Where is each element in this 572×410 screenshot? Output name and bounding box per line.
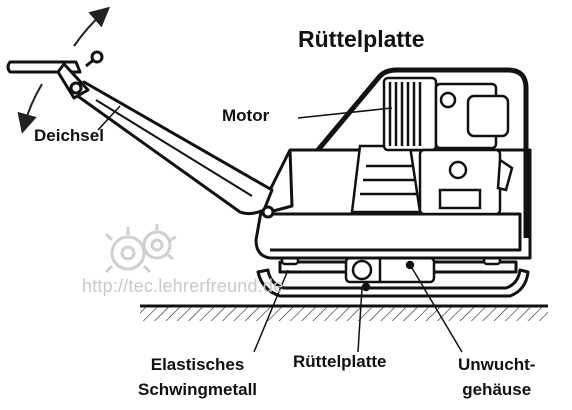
label-motor: Motor xyxy=(222,106,270,125)
label-unwuchtgehaeuse: Unwucht- gehäuse xyxy=(458,352,535,402)
roll-cage xyxy=(316,67,529,238)
motor xyxy=(382,76,514,216)
label-deichsel: Deichsel xyxy=(34,126,104,145)
handle xyxy=(6,50,275,219)
label-unwucht-line1: Unwucht- xyxy=(458,355,536,374)
leader-lines xyxy=(97,105,463,353)
watermark-prefix: http:// xyxy=(82,276,129,296)
label-ruettelplatte: Rüttelplatte xyxy=(293,352,387,371)
label-elastisches-line2: Schwingmetall xyxy=(138,380,258,399)
label-elastisches-schwingmetall: Elastisches Schwingmetall xyxy=(138,352,257,402)
watermark: http://tec.lehrerfreund.de xyxy=(82,276,283,297)
belt-cover xyxy=(350,144,422,214)
unbalance-housing xyxy=(344,256,436,292)
ground xyxy=(140,304,548,321)
double-arrow-icon xyxy=(17,6,111,134)
label-unwucht-line2: gehäuse xyxy=(462,380,532,399)
label-elastisches-line1: Elastisches xyxy=(150,355,245,374)
gears-icon xyxy=(104,224,177,274)
diagram-title: Rüttelplatte xyxy=(298,26,425,52)
watermark-host: tec.lehrerfreund.de xyxy=(128,276,284,296)
